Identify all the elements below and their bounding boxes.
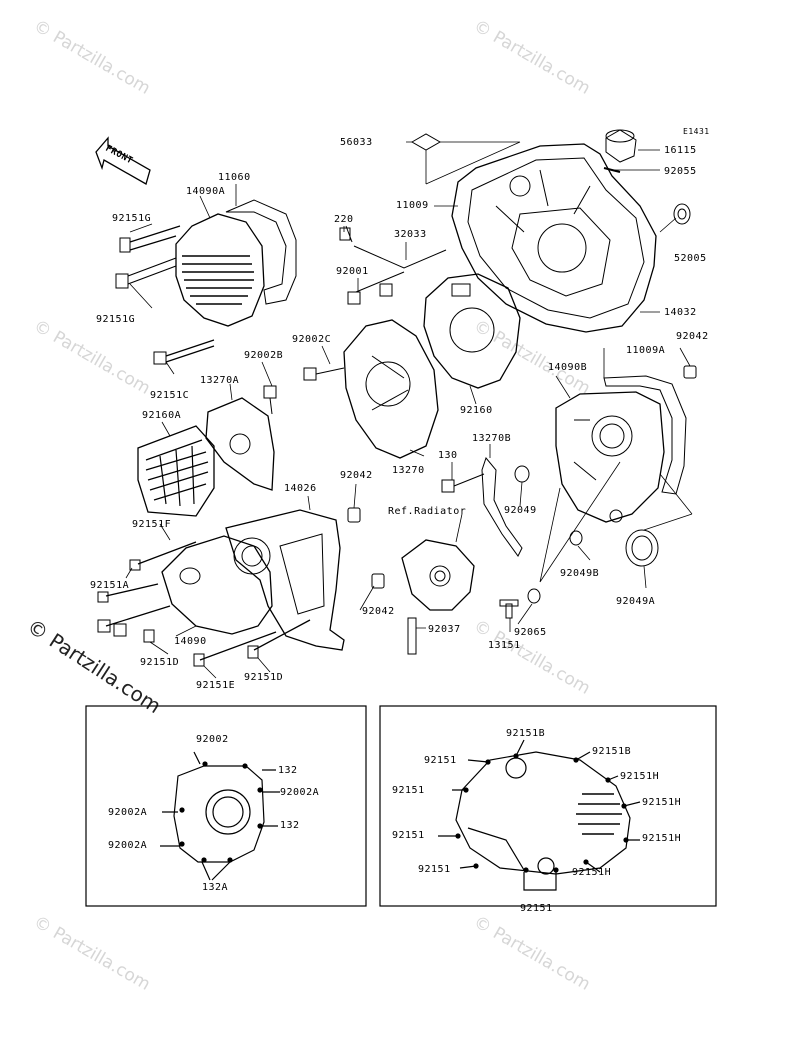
cover-14090B xyxy=(555,391,665,523)
inset-left-132A: 132A xyxy=(202,882,229,893)
callout-92002C: 92002C xyxy=(292,334,332,345)
callout-92151E: 92151E xyxy=(196,680,236,691)
callout-92002B: 92002B xyxy=(244,350,284,361)
inset-left-92002: 92002 xyxy=(196,734,229,745)
callout-220: 220 xyxy=(334,214,354,225)
inset-right-92151B-right: 92151B xyxy=(592,746,632,757)
inset-left-92002A-left1: 92002A xyxy=(108,807,148,818)
oil-cap-16115 xyxy=(605,129,637,163)
right-inset-cover xyxy=(438,739,641,891)
callout-13270A: 13270A xyxy=(200,375,240,386)
cover-14090 xyxy=(161,535,273,635)
inset-left-92002A-left2: 92002A xyxy=(108,840,148,851)
left-inset-cover xyxy=(160,751,280,881)
inset-right-92151H-1: 92151H xyxy=(620,771,660,782)
diagram-code: E1431 xyxy=(683,127,710,136)
bracket-14026 xyxy=(225,509,345,651)
callout-92049A: 92049A xyxy=(616,596,656,607)
inset-left-132-top: 132 xyxy=(278,765,298,776)
callout-92042-mid: 92042 xyxy=(340,470,373,481)
callout-13270B: 13270B xyxy=(472,433,512,444)
callout-92151D-left: 92151D xyxy=(140,657,180,668)
callout-92037: 92037 xyxy=(428,624,461,635)
callout-14090B: 14090B xyxy=(548,362,588,373)
callout-92151F: 92151F xyxy=(132,519,172,530)
ref-radiator-note: Ref.Radiator xyxy=(388,506,467,517)
callout-56033: 56033 xyxy=(340,137,373,148)
plate-13270A xyxy=(205,397,275,491)
gasket-11060 xyxy=(225,199,297,305)
callout-92042-top: 92042 xyxy=(676,331,709,342)
callout-92042-bottom: 92042 xyxy=(362,606,395,617)
callout-16115: 16115 xyxy=(664,145,697,156)
inset-right-92151B-top: 92151B xyxy=(506,728,546,739)
inset-right-92151H-4: 92151H xyxy=(572,867,612,878)
front-arrow-icon xyxy=(95,136,151,185)
diamond-56033 xyxy=(410,133,442,151)
callout-130: 130 xyxy=(438,450,458,461)
water-pump xyxy=(401,539,475,611)
callout-11009: 11009 xyxy=(396,200,429,211)
callout-92001: 92001 xyxy=(336,266,369,277)
callout-13270: 13270 xyxy=(392,465,425,476)
callout-92049: 92049 xyxy=(504,505,537,516)
oil-seal-52005 xyxy=(673,203,691,225)
callout-14090: 14090 xyxy=(174,636,207,647)
cover-92160 xyxy=(423,273,521,389)
callout-14090A: 14090A xyxy=(186,186,226,197)
gasket-11009A xyxy=(603,375,687,495)
inset-right-92151-3: 92151 xyxy=(392,830,425,841)
callout-92055: 92055 xyxy=(664,166,697,177)
callout-32033: 32033 xyxy=(394,229,427,240)
callout-13151: 13151 xyxy=(488,640,521,651)
inset-right-92151-4: 92151 xyxy=(418,864,451,875)
inset-right-92151-bottom: 92151 xyxy=(520,903,553,914)
inset-right-92151H-3: 92151H xyxy=(642,833,682,844)
callout-92151G-top: 92151G xyxy=(112,213,152,224)
callout-92151C: 92151C xyxy=(150,390,190,401)
callout-92151D-right: 92151D xyxy=(244,672,284,683)
inset-left-132-mid: 132 xyxy=(280,820,300,831)
callout-92151A: 92151A xyxy=(90,580,130,591)
callout-14032: 14032 xyxy=(664,307,697,318)
inset-right-92151-1: 92151 xyxy=(424,755,457,766)
callout-92160A: 92160A xyxy=(142,410,182,421)
callout-14026: 14026 xyxy=(284,483,317,494)
inset-right-92151H-2: 92151H xyxy=(642,797,682,808)
inset-right-92151-2: 92151 xyxy=(392,785,425,796)
grille-92160A xyxy=(137,425,215,517)
callout-11009A: 11009A xyxy=(626,345,666,356)
strap-13270B xyxy=(481,456,523,557)
clutch-cover-11009 xyxy=(451,143,657,333)
callout-92151G-bottom: 92151G xyxy=(96,314,136,325)
callout-92065: 92065 xyxy=(514,627,547,638)
callout-52005: 52005 xyxy=(674,253,707,264)
cover-13270 xyxy=(343,319,439,459)
callout-92160: 92160 xyxy=(460,405,493,416)
inset-left-92002A-right: 92002A xyxy=(280,787,320,798)
generator-cover-14090A xyxy=(175,213,265,327)
callout-92049B: 92049B xyxy=(560,568,600,579)
callout-11060: 11060 xyxy=(218,172,251,183)
